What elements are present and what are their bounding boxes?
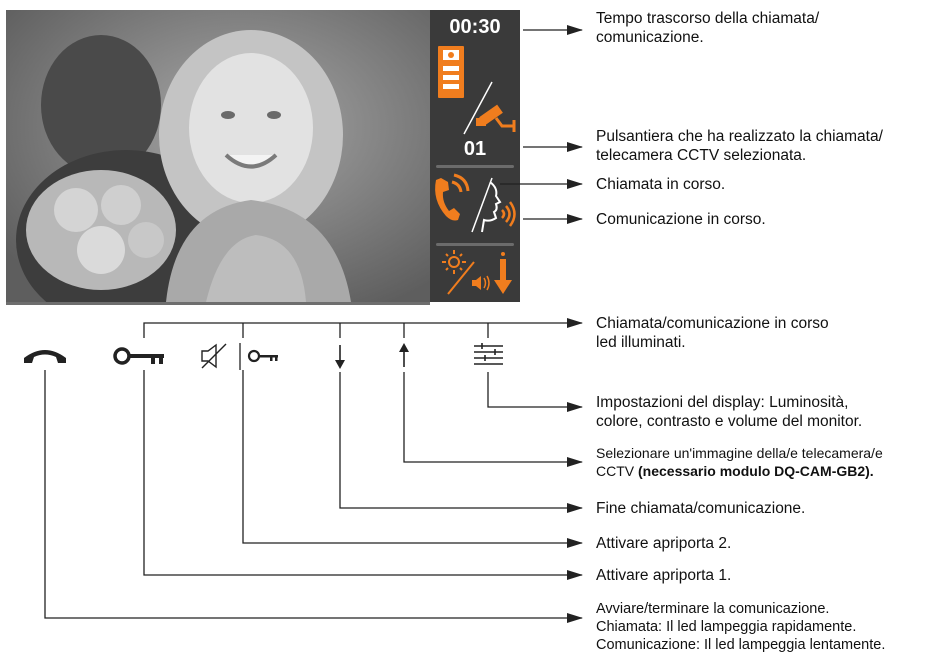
handset-icon[interactable] bbox=[24, 350, 66, 363]
door-panel-icon bbox=[438, 46, 464, 98]
label-line: Avviare/terminare la comunicazione. bbox=[596, 601, 830, 617]
label-line: Chiamata: Il led lampeggia rapidamente. bbox=[596, 619, 857, 635]
panel-camera-icon-group bbox=[438, 46, 516, 135]
ringing-phone-icon bbox=[435, 173, 470, 221]
call-timer: 00:30 bbox=[449, 16, 501, 38]
arrow-display-settings bbox=[487, 372, 583, 412]
arrow-door2 bbox=[242, 370, 583, 548]
label-panel-selected: Pulsantiera che ha realizzato la chiamat… bbox=[596, 127, 883, 165]
label-line: Pulsantiera che ha realizzato la chiamat… bbox=[596, 128, 883, 145]
settings-icons bbox=[442, 250, 512, 295]
label-line: Tempo trascorso della chiamata/ bbox=[596, 10, 820, 27]
label-door1: Attivare apriporta 1. bbox=[596, 567, 732, 584]
label-start-end: Avviare/terminare la comunicazione. Chia… bbox=[596, 600, 885, 654]
scroll-down-icon bbox=[494, 252, 512, 294]
label-door2: Attivare apriporta 2. bbox=[596, 535, 732, 552]
arrow-start-end bbox=[44, 370, 583, 623]
divider bbox=[436, 165, 514, 168]
arrow-leds-lit bbox=[143, 318, 583, 338]
down-arrow-icon[interactable] bbox=[335, 345, 345, 369]
divider bbox=[436, 243, 514, 246]
video-image bbox=[6, 10, 430, 302]
label-end-call: Fine chiamata/comunicazione. bbox=[596, 500, 806, 517]
label-select-camera: Selezionare un'immagine della/e telecame… bbox=[596, 444, 883, 480]
label-text: CCTV bbox=[596, 463, 638, 479]
arrow-door1 bbox=[143, 370, 583, 580]
label-line: CCTV (necessario modulo DQ-CAM-GB2). bbox=[596, 462, 883, 480]
label-line: colore, contrasto e volume del monitor. bbox=[596, 413, 863, 430]
mute-icon[interactable] bbox=[201, 343, 227, 369]
label-line: Chiamata/comunicazione in corso bbox=[596, 315, 829, 332]
volume-icon bbox=[472, 275, 490, 291]
brightness-icon bbox=[442, 250, 466, 274]
label-call-in-progress: Chiamata in corso. bbox=[596, 176, 726, 193]
call-status-icons bbox=[435, 173, 516, 233]
arrow-select-camera bbox=[403, 372, 583, 467]
panel-number: 01 bbox=[463, 138, 487, 160]
cctv-camera-icon bbox=[476, 104, 516, 132]
label-line: Impostazioni del display: Luminosità, bbox=[596, 394, 849, 411]
label-line: led illuminati. bbox=[596, 334, 686, 351]
label-line: comunicazione. bbox=[596, 29, 704, 46]
key-icon[interactable] bbox=[113, 347, 164, 365]
label-communication-in-progress: Comunicazione in corso. bbox=[596, 211, 766, 228]
arrow-end-call bbox=[339, 372, 583, 513]
video-screen bbox=[6, 10, 430, 305]
settings-sliders-icon[interactable] bbox=[474, 343, 503, 365]
talking-face-icon bbox=[481, 181, 516, 233]
up-arrow-icon[interactable] bbox=[399, 343, 409, 367]
label-display-settings: Impostazioni del display: Luminosità, co… bbox=[596, 393, 862, 431]
label-bold-text: (necessario modulo DQ-CAM-GB2). bbox=[638, 463, 874, 479]
label-elapsed-time: Tempo trascorso della chiamata/ comunica… bbox=[596, 9, 819, 47]
label-leds-lit: Chiamata/comunicazione in corso led illu… bbox=[596, 314, 829, 352]
small-key-icon[interactable] bbox=[247, 349, 278, 363]
label-line: Comunicazione: Il led lampeggia lentamen… bbox=[596, 637, 886, 653]
status-panel: 00:30 01 bbox=[430, 10, 520, 302]
label-line: Selezionare un'immagine della/e telecame… bbox=[596, 445, 883, 461]
label-line: telecamera CCTV selezionata. bbox=[596, 147, 807, 164]
